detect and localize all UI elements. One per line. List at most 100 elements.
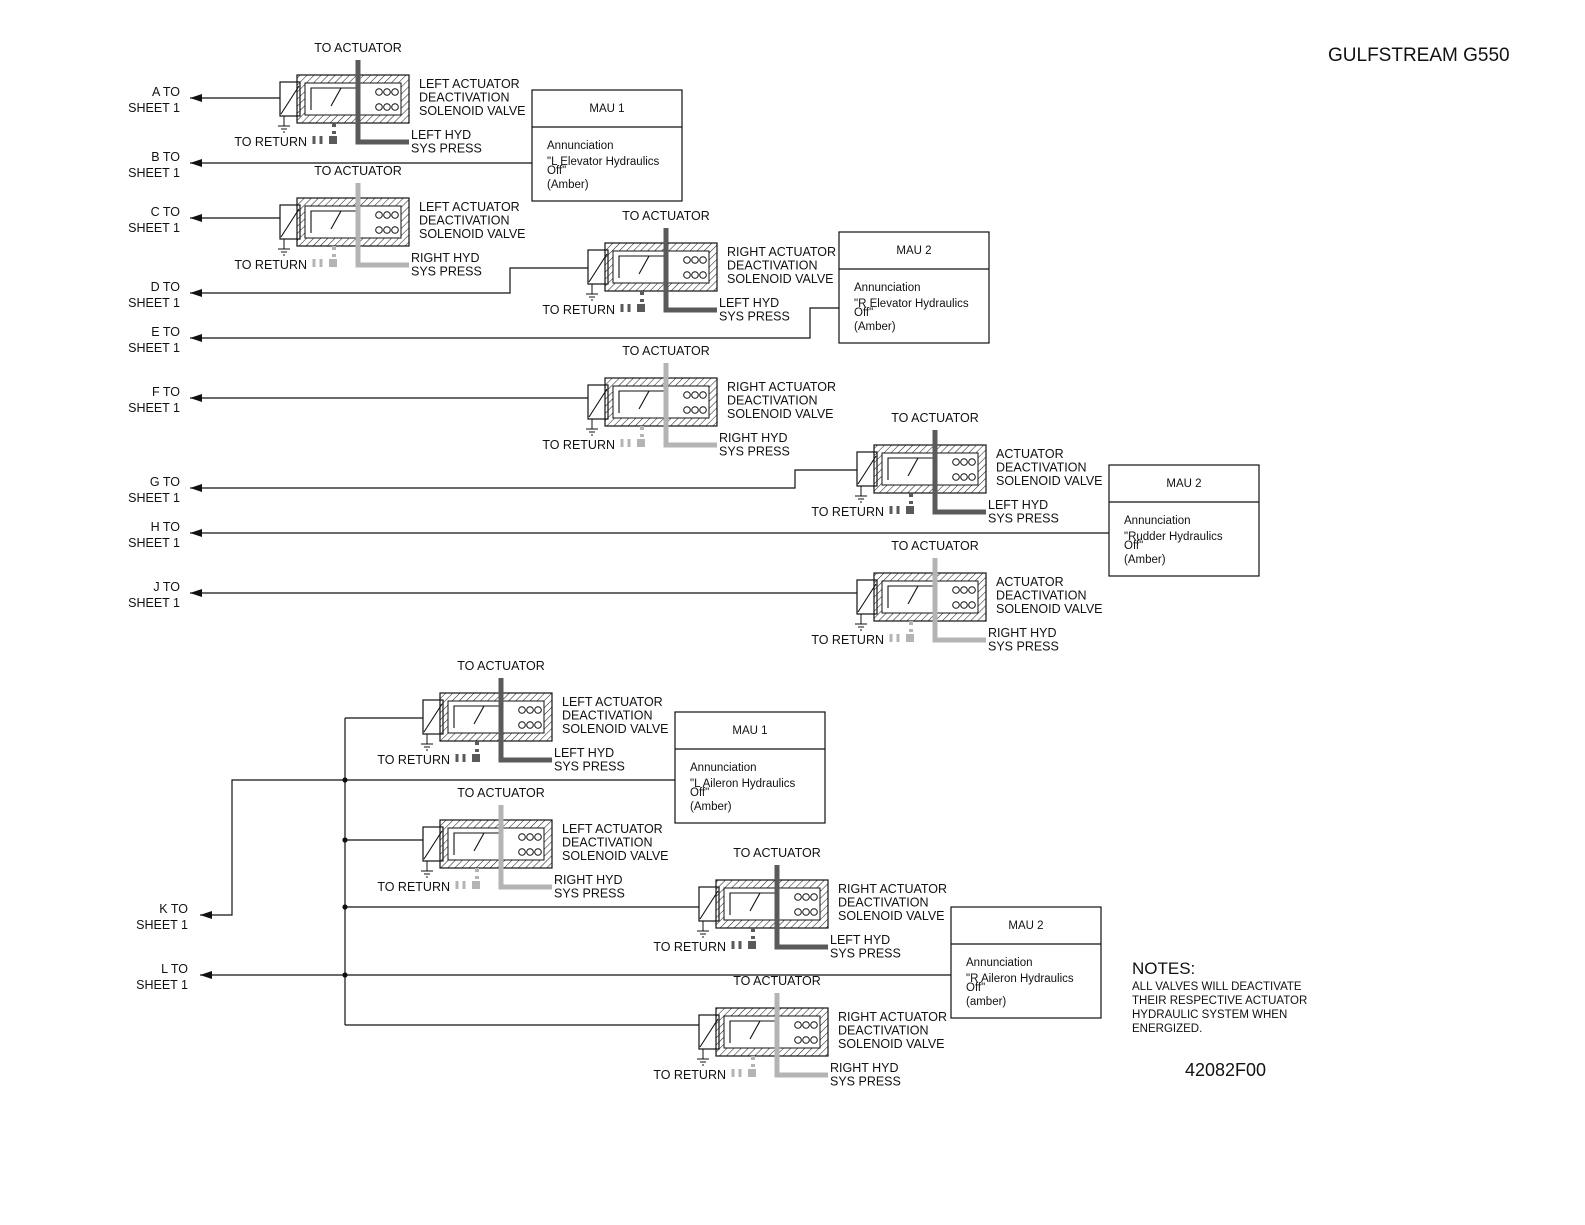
sys-press-label: SYS PRESS [830, 1075, 901, 1089]
pressure-line [355, 183, 409, 268]
sys-press-label: SYS PRESS [554, 760, 625, 774]
return-port [637, 304, 645, 312]
spring-icon [794, 1021, 802, 1029]
return-port [329, 259, 337, 267]
spring-icon [960, 458, 968, 466]
valve-name-label: DEACTIVATION [562, 709, 653, 723]
ground-icon [697, 1049, 709, 1066]
spring-icon [968, 601, 976, 609]
port-arrow-icon [190, 394, 202, 402]
valve-name-label: SOLENOID VALVE [727, 407, 834, 421]
sys-press-label: SYS PRESS [988, 640, 1059, 654]
mau-annunciation-text: Off" [690, 787, 709, 799]
to-actuator-label: TO ACTUATOR [622, 344, 710, 358]
spring-icon [699, 256, 707, 264]
wire [190, 307, 839, 339]
spring-icon [810, 893, 818, 901]
spring-icon [391, 103, 399, 111]
port-label: E TO [151, 325, 180, 339]
port-sheet-label: SHEET 1 [136, 978, 188, 992]
port-label: K TO [159, 902, 188, 916]
wire [190, 267, 588, 294]
mau-annunciation-text: Off" [547, 165, 566, 177]
spring-icon [699, 391, 707, 399]
ground-icon [586, 284, 598, 301]
pressure-line [663, 363, 717, 448]
pressure-line [498, 678, 552, 763]
to-return-label: TO RETURN [811, 505, 884, 519]
spring-icon [534, 706, 542, 714]
spring-icon [526, 706, 534, 714]
spring-icon [952, 473, 960, 481]
port-arrow-icon [190, 529, 202, 537]
spring-icon [683, 256, 691, 264]
return-port [906, 634, 914, 642]
spring-icon [810, 1036, 818, 1044]
wire [200, 779, 675, 916]
spring-icon [383, 88, 391, 96]
valve-name-label: DEACTIVATION [419, 91, 510, 105]
to-actuator-label: TO ACTUATOR [457, 786, 545, 800]
port-label: C TO [151, 205, 181, 219]
ground-icon [855, 614, 867, 631]
sys-press-label: SYS PRESS [411, 265, 482, 279]
junction-dot [342, 904, 348, 910]
mau-annunciation-text: (Amber) [1124, 554, 1166, 566]
sys-press-label: SYS PRESS [719, 310, 790, 324]
spring-icon [960, 586, 968, 594]
mau-title: MAU 2 [1166, 478, 1201, 490]
to-actuator-label: TO ACTUATOR [314, 41, 402, 55]
port-sheet-label: SHEET 1 [128, 166, 180, 180]
port-arrow-icon [190, 289, 202, 297]
spring-icon [518, 721, 526, 729]
mau-title: MAU 1 [732, 725, 767, 737]
valve-name-label: DEACTIVATION [727, 259, 818, 273]
to-actuator-label: TO ACTUATOR [733, 974, 821, 988]
mau-annunciation-text: "R Aileron Hydraulics [966, 973, 1074, 985]
spring-icon [683, 391, 691, 399]
port-arrow-icon [190, 334, 202, 342]
valve-name-label: SOLENOID VALVE [838, 909, 945, 923]
junction-dot [342, 837, 348, 843]
spring-icon [810, 1021, 818, 1029]
valve-name-label: RIGHT ACTUATOR [838, 1010, 947, 1024]
valve-name-label: LEFT ACTUATOR [419, 200, 520, 214]
sys-press-label: SYS PRESS [719, 445, 790, 459]
mau-annunciation-text: Off" [1124, 540, 1143, 552]
spring-icon [691, 391, 699, 399]
port-label: G TO [150, 475, 180, 489]
spring-icon [375, 88, 383, 96]
notes-line: HYDRAULIC SYSTEM WHEN [1132, 1009, 1287, 1021]
valve-name-label: SOLENOID VALVE [996, 474, 1103, 488]
to-return-label: TO RETURN [653, 940, 726, 954]
spring-icon [960, 601, 968, 609]
valve-name-label: SOLENOID VALVE [419, 104, 526, 118]
ground-icon [278, 239, 290, 256]
port-label: B TO [151, 150, 180, 164]
spring-icon [375, 103, 383, 111]
spring-icon [952, 586, 960, 594]
return-port [329, 136, 337, 144]
sys-press-label: LEFT HYD [411, 128, 471, 142]
port-sheet-label: SHEET 1 [136, 918, 188, 932]
port-label: H TO [151, 520, 181, 534]
mau-annunciation-text: Annunciation [854, 282, 921, 294]
to-return-label: TO RETURN [653, 1068, 726, 1082]
ground-icon [421, 861, 433, 878]
valve-name-label: SOLENOID VALVE [838, 1037, 945, 1051]
page-title: GULFSTREAM G550 [1328, 45, 1510, 66]
spring-icon [802, 908, 810, 916]
to-return-label: TO RETURN [377, 753, 450, 767]
port-arrow-icon [200, 971, 212, 979]
to-return-label: TO RETURN [377, 880, 450, 894]
spring-icon [794, 908, 802, 916]
figure-code: 42082F00 [1185, 1060, 1266, 1080]
valve-name-label: DEACTIVATION [996, 461, 1087, 475]
spring-icon [952, 458, 960, 466]
pressure-line [932, 430, 986, 515]
